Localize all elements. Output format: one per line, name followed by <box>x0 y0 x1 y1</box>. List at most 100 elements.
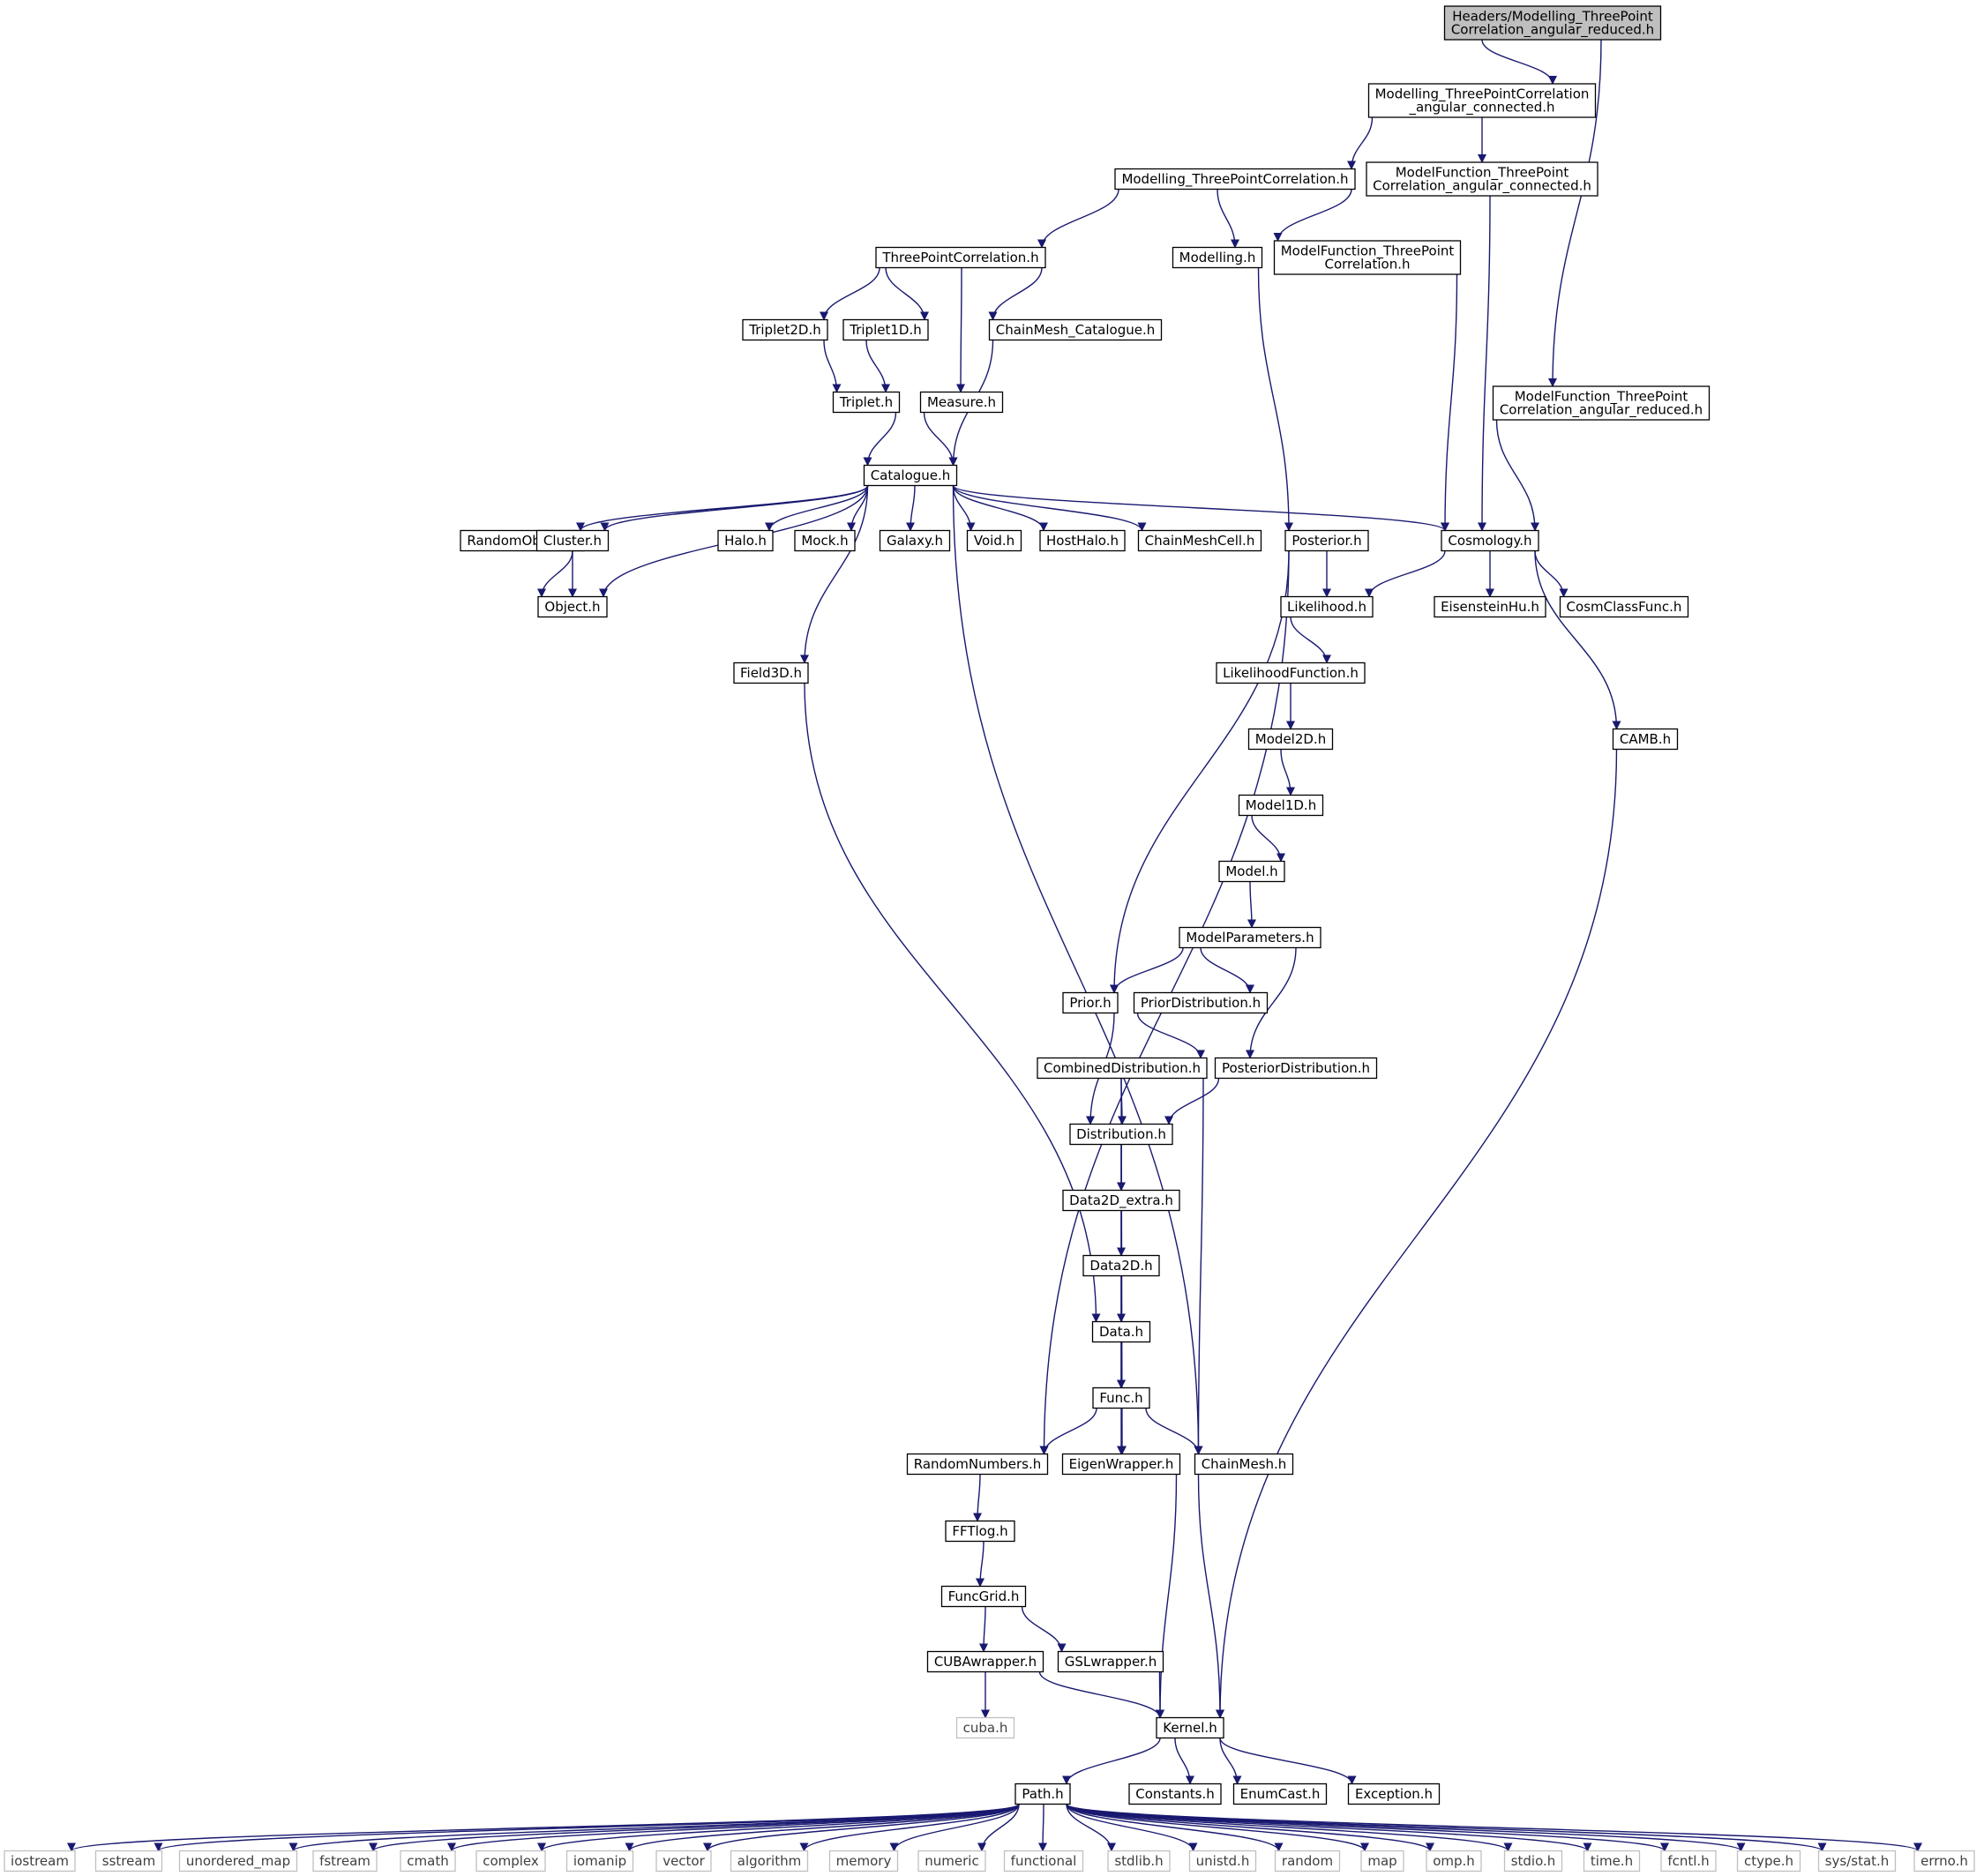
node-mf3p[interactable]: ModelFunction_ThreePointCorrelation.h <box>1273 240 1462 275</box>
edge-path-to-iostream <box>67 1803 1020 1852</box>
node-distribution[interactable]: Distribution.h <box>1069 1123 1173 1146</box>
node-box <box>1057 1650 1164 1673</box>
node-eisensteinhu[interactable]: EisensteinHu.h <box>1434 595 1546 618</box>
node-label: Modelling.h <box>1179 250 1256 265</box>
node-box <box>906 1453 1049 1476</box>
node-sstream: sstream <box>94 1850 163 1872</box>
node-modelparameters[interactable]: ModelParameters.h <box>1179 926 1321 949</box>
node-label: cmath <box>407 1853 448 1869</box>
node-box <box>1559 595 1689 618</box>
node-path[interactable]: Path.h <box>1014 1783 1071 1805</box>
node-func[interactable]: Func.h <box>1092 1386 1150 1409</box>
node-label: iomanip <box>573 1853 626 1869</box>
node-object[interactable]: Object.h <box>537 595 608 618</box>
edge-m3pc_ang_conn-to-m3pc <box>1347 116 1374 170</box>
node-label: ChainMesh.h <box>1202 1456 1287 1472</box>
node-label: fstream <box>319 1853 371 1869</box>
node-exception[interactable]: Exception.h <box>1347 1783 1441 1805</box>
node-box <box>1128 1783 1222 1805</box>
edge-kernel-to-path <box>1062 1738 1161 1785</box>
node-label: _angular_connected.h <box>1408 100 1554 116</box>
node-fftlog[interactable]: FFTlog.h <box>945 1520 1015 1543</box>
node-cluster[interactable]: Cluster.h <box>535 529 610 552</box>
node-label: Galaxy.h <box>887 533 943 549</box>
node-funcgrid[interactable]: FuncGrid.h <box>940 1585 1027 1608</box>
node-memory: memory <box>828 1850 899 1872</box>
node-stdlib: stdlib.h <box>1107 1850 1171 1872</box>
node-ctype: ctype.h <box>1736 1850 1801 1872</box>
node-triplet[interactable]: Triplet.h <box>832 391 901 414</box>
node-chainmeshcell[interactable]: ChainMeshCell.h <box>1137 529 1262 552</box>
node-posteriordistribution[interactable]: PosteriorDistribution.h <box>1214 1057 1378 1080</box>
edge-catalogue-to-chainmeshcell <box>952 485 1147 532</box>
node-box <box>919 391 1004 414</box>
node-model1d[interactable]: Model1D.h <box>1238 794 1324 817</box>
node-data2d[interactable]: Data2D.h <box>1082 1254 1160 1277</box>
node-cuba: cuba.h <box>955 1716 1015 1739</box>
node-label: Prior.h <box>1069 995 1111 1011</box>
node-box <box>1062 1189 1180 1212</box>
node-kernel[interactable]: Kernel.h <box>1156 1716 1224 1739</box>
edge-func-to-randomnumbers <box>1039 1408 1097 1455</box>
node-mf3p_ang_conn[interactable]: ModelFunction_ThreePointCorrelation_angu… <box>1366 161 1598 197</box>
node-box <box>4 1850 76 1872</box>
node-field3d[interactable]: Field3D.h <box>733 661 809 684</box>
node-galaxy[interactable]: Galaxy.h <box>879 529 951 552</box>
node-modelling[interactable]: Modelling.h <box>1172 246 1263 269</box>
edge-model2d-to-model1d <box>1280 749 1295 796</box>
node-randomnumbers[interactable]: RandomNumbers.h <box>906 1453 1049 1476</box>
node-numeric: numeric <box>917 1850 986 1872</box>
node-mock[interactable]: Mock.h <box>794 529 856 552</box>
node-model[interactable]: Model.h <box>1218 860 1285 883</box>
node-cosmology[interactable]: Cosmology.h <box>1441 529 1539 552</box>
node-random: random <box>1274 1850 1341 1872</box>
node-camb[interactable]: CAMB.h <box>1612 728 1679 751</box>
node-label: EigenWrapper.h <box>1069 1456 1174 1472</box>
node-cubawrapper[interactable]: CUBAwrapper.h <box>926 1650 1044 1673</box>
edge-modelparameters-to-prior <box>1110 947 1184 994</box>
node-box <box>1172 246 1263 269</box>
node-triplet1d[interactable]: Triplet1D.h <box>842 318 929 341</box>
node-label: Mock.h <box>801 533 848 549</box>
edge-tpc-to-cm_cat <box>988 267 1043 321</box>
node-likelihoodfunction[interactable]: LikelihoodFunction.h <box>1216 661 1366 684</box>
node-cosmclassfunc[interactable]: CosmClassFunc.h <box>1559 595 1689 618</box>
node-measure[interactable]: Measure.h <box>919 391 1004 414</box>
node-box <box>966 529 1022 552</box>
node-root[interactable]: Headers/Modelling_ThreePointCorrelation_… <box>1443 5 1662 41</box>
node-eigenwrapper[interactable]: EigenWrapper.h <box>1061 1453 1181 1476</box>
node-m3pc_ang_conn[interactable]: Modelling_ThreePointCorrelation_angular_… <box>1367 83 1597 118</box>
node-data2d_extra[interactable]: Data2D_extra.h <box>1062 1189 1180 1212</box>
node-cm_cat[interactable]: ChainMesh_Catalogue.h <box>988 318 1163 341</box>
node-box <box>94 1850 163 1872</box>
node-box <box>1091 1320 1151 1343</box>
node-label: Kernel.h <box>1163 1720 1217 1736</box>
node-box <box>1247 728 1334 751</box>
node-box <box>475 1850 546 1872</box>
node-chainmesh[interactable]: ChainMesh.h <box>1194 1453 1294 1476</box>
node-prior[interactable]: Prior.h <box>1062 991 1119 1014</box>
node-catalogue[interactable]: Catalogue.h <box>863 464 958 487</box>
node-model2d[interactable]: Model2D.h <box>1247 728 1334 751</box>
node-constants[interactable]: Constants.h <box>1128 1783 1222 1805</box>
node-mf3p_ang_red[interactable]: ModelFunction_ThreePointCorrelation_angu… <box>1492 385 1711 421</box>
node-gslwrapper[interactable]: GSLwrapper.h <box>1057 1650 1164 1673</box>
node-data[interactable]: Data.h <box>1091 1320 1151 1343</box>
edge-root-to-mf3p_ang_red <box>1548 39 1602 387</box>
edge-priordistribution-to-combineddistribution <box>1136 1013 1205 1059</box>
node-tpc[interactable]: ThreePointCorrelation.h <box>875 246 1046 269</box>
node-void[interactable]: Void.h <box>966 529 1022 552</box>
node-combineddistribution[interactable]: CombinedDistribution.h <box>1037 1057 1208 1080</box>
node-box <box>1583 1850 1641 1872</box>
node-box <box>1194 1453 1294 1476</box>
node-label: memory <box>836 1853 892 1869</box>
node-enumcast[interactable]: EnumCast.h <box>1232 1783 1328 1805</box>
node-likelihood[interactable]: Likelihood.h <box>1280 595 1374 618</box>
node-hosthalo[interactable]: HostHalo.h <box>1039 529 1126 552</box>
node-box <box>1736 1850 1801 1872</box>
node-triplet2d[interactable]: Triplet2D.h <box>742 318 828 341</box>
node-priordistribution[interactable]: PriorDistribution.h <box>1133 991 1269 1014</box>
node-posterior[interactable]: Posterior.h <box>1284 529 1369 552</box>
node-m3pc[interactable]: Modelling_ThreePointCorrelation.h <box>1114 168 1356 191</box>
node-halo[interactable]: Halo.h <box>717 529 774 552</box>
